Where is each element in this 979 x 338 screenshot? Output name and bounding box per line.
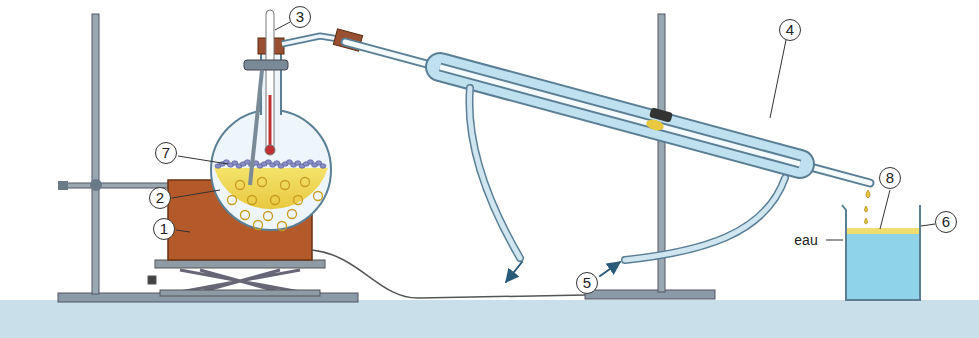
leader-line: [921, 224, 935, 226]
callout-number: 4: [779, 19, 801, 41]
callout-number: 1: [153, 218, 175, 240]
callout-number: 5: [576, 272, 598, 294]
bench: [0, 300, 979, 338]
callout-number: 3: [289, 6, 311, 28]
leader-line: [770, 40, 786, 118]
callout-number: 6: [935, 211, 957, 233]
condenser: [345, 42, 870, 183]
leader-line: [826, 240, 843, 241]
lab-jack: [148, 260, 325, 296]
beaker: [842, 205, 920, 300]
power-cable: [312, 250, 585, 298]
callout-number: 2: [149, 187, 171, 209]
leader-line: [880, 190, 890, 229]
part-label: eau: [794, 232, 817, 248]
callout-number: 8: [879, 167, 901, 189]
distillate-drops: [865, 190, 871, 224]
clamp: [244, 60, 288, 70]
leader-line: [176, 230, 190, 232]
clamp: [649, 107, 673, 122]
leader-line: [178, 156, 228, 164]
callout-number: 7: [155, 142, 177, 164]
thermometer: [265, 10, 275, 155]
water-hose: [469, 88, 785, 282]
left-stand: [58, 14, 358, 302]
leader-line: [172, 190, 220, 198]
leader-line: [275, 22, 290, 30]
